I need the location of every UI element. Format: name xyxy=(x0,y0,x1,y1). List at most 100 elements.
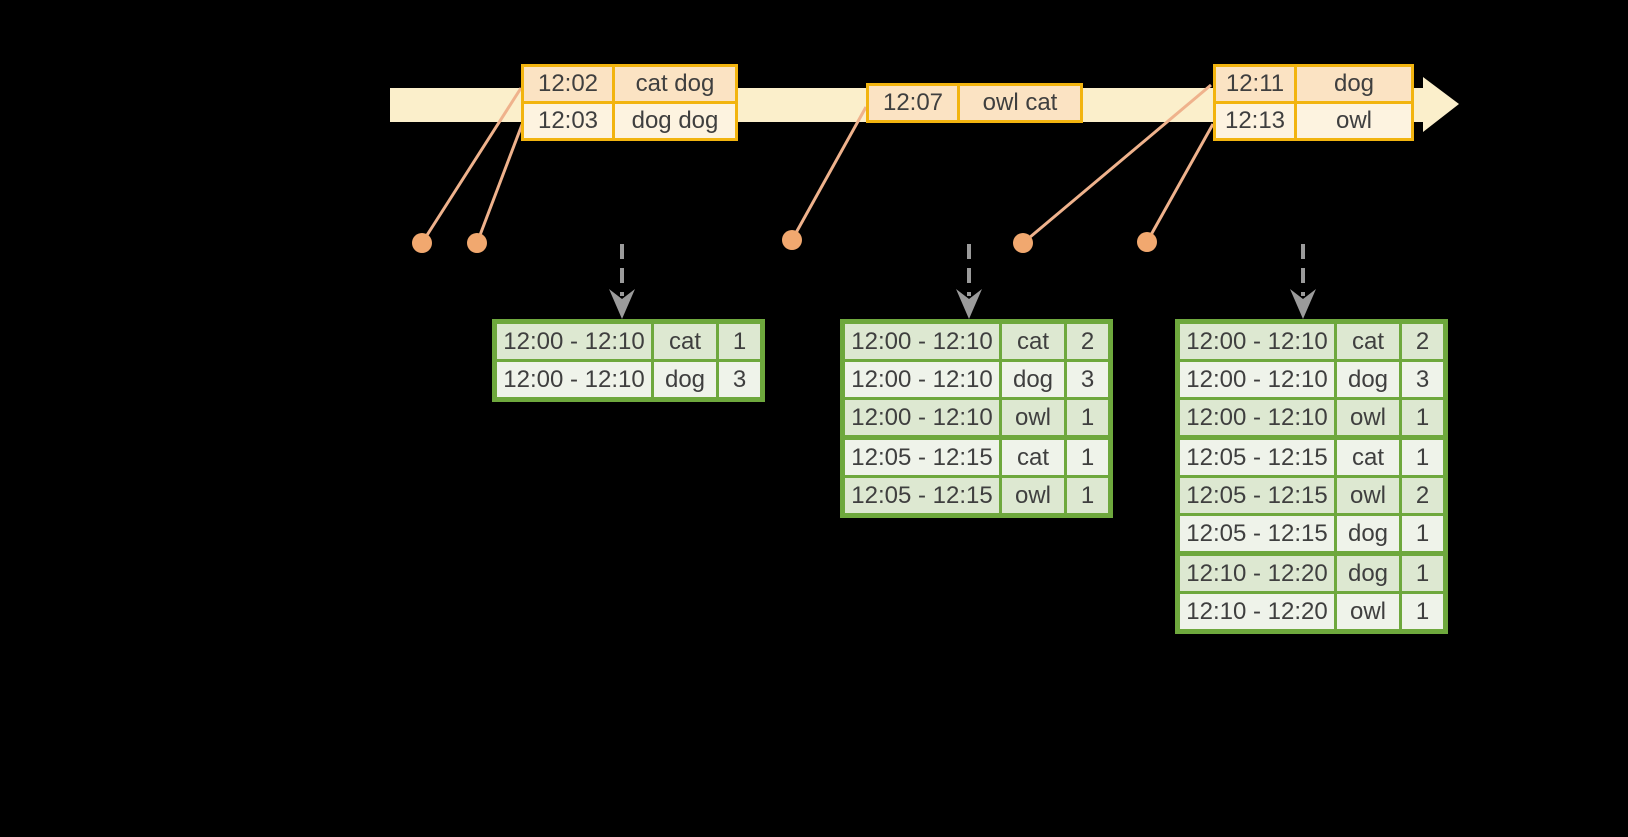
cell-word: dog xyxy=(1334,359,1402,400)
event-dot-3 xyxy=(782,230,802,250)
cell-count: 2 xyxy=(1399,475,1447,516)
cell-window: 12:05 - 12:15 xyxy=(1176,513,1337,555)
event-line-1 xyxy=(420,87,523,244)
cell-window: 12:05 - 12:15 xyxy=(841,475,1002,517)
cell-word: owl xyxy=(1334,591,1402,633)
cell-window: 12:00 - 12:10 xyxy=(1176,359,1337,400)
cell-word: dog xyxy=(651,359,719,401)
cell-word: owl xyxy=(999,397,1067,439)
cell-count: 1 xyxy=(1399,591,1447,633)
trigger-arrow-3 xyxy=(1290,244,1316,319)
cell-count: 1 xyxy=(1399,397,1447,439)
timeline-arrowhead-icon xyxy=(1423,77,1459,132)
cell-words: owl xyxy=(1294,101,1414,141)
cell-window: 12:05 - 12:15 xyxy=(1176,475,1337,516)
cell-word: cat xyxy=(651,320,719,362)
cell-words: dog xyxy=(1294,64,1414,104)
cell-window: 12:10 - 12:20 xyxy=(1176,591,1337,633)
cell-count: 3 xyxy=(1399,359,1447,400)
cell-word: owl xyxy=(1334,475,1402,516)
cell-word: cat xyxy=(999,320,1067,362)
cell-window: 12:10 - 12:20 xyxy=(1176,551,1337,594)
event-line-3 xyxy=(790,106,868,241)
cell-time: 12:02 xyxy=(521,64,615,104)
cell-count: 2 xyxy=(1064,320,1112,362)
cell-count: 3 xyxy=(716,359,764,401)
cell-word: dog xyxy=(999,359,1067,400)
cell-words: cat dog xyxy=(612,64,738,104)
cell-count: 1 xyxy=(1064,475,1112,517)
cell-window: 12:00 - 12:10 xyxy=(841,320,1002,362)
cell-word: owl xyxy=(1334,397,1402,439)
cell-window: 12:00 - 12:10 xyxy=(493,359,654,401)
cell-count: 1 xyxy=(1399,435,1447,478)
cell-window: 12:00 - 12:10 xyxy=(1176,320,1337,362)
trigger-arrow-1 xyxy=(609,244,635,319)
cell-time: 12:11 xyxy=(1213,64,1297,104)
cell-count: 1 xyxy=(716,320,764,362)
cell-word: cat xyxy=(1334,320,1402,362)
cell-count: 2 xyxy=(1399,320,1447,362)
cell-window: 12:00 - 12:10 xyxy=(841,397,1002,439)
cell-window: 12:00 - 12:10 xyxy=(1176,397,1337,439)
cell-window: 12:05 - 12:15 xyxy=(1176,435,1337,478)
cell-count: 3 xyxy=(1064,359,1112,400)
event-dot-4 xyxy=(1013,233,1033,253)
cell-window: 12:05 - 12:15 xyxy=(841,435,1002,478)
cell-words: owl cat xyxy=(957,83,1083,123)
event-dot-2 xyxy=(467,233,487,253)
cell-window: 12:00 - 12:10 xyxy=(841,359,1002,400)
cell-time: 12:03 xyxy=(521,101,615,141)
cell-window: 12:00 - 12:10 xyxy=(493,320,654,362)
cell-word: dog xyxy=(1334,551,1402,594)
event-dot-5 xyxy=(1137,232,1157,252)
event-line-4 xyxy=(1022,83,1212,245)
cell-time: 12:07 xyxy=(866,83,960,123)
cell-word: owl xyxy=(999,475,1067,517)
event-line-2 xyxy=(475,121,525,244)
cell-time: 12:13 xyxy=(1213,101,1297,141)
cell-count: 1 xyxy=(1399,551,1447,594)
cell-word: cat xyxy=(1334,435,1402,478)
event-line-5 xyxy=(1145,123,1215,243)
cell-words: dog dog xyxy=(612,101,738,141)
cell-count: 1 xyxy=(1064,435,1112,478)
cell-count: 1 xyxy=(1399,513,1447,555)
cell-count: 1 xyxy=(1064,397,1112,439)
trigger-arrow-2 xyxy=(956,244,982,319)
cell-word: dog xyxy=(1334,513,1402,555)
